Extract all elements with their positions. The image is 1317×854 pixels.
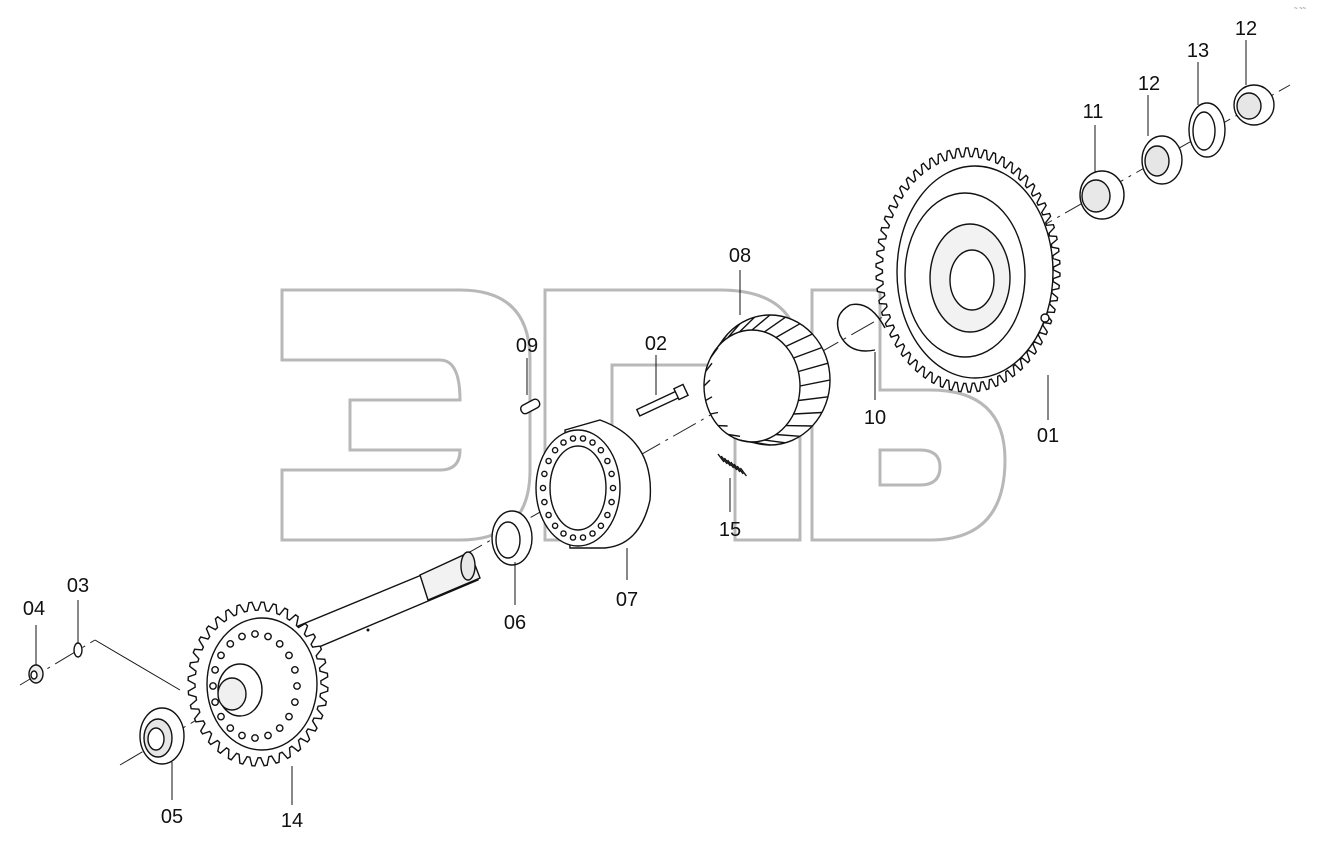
corner-mark: ~ ~~ [1294, 6, 1307, 12]
part-label-spring: 15 [719, 519, 741, 541]
seal-ring-part [491, 510, 533, 566]
nut-part [28, 664, 44, 684]
washer-part [73, 642, 83, 658]
part-label-bearing-upper: 12 [1138, 73, 1160, 95]
part-label-seal-ring: 06 [504, 612, 526, 634]
bolt-part [635, 383, 689, 417]
part-label-bushing: 11 [1083, 101, 1104, 123]
snap-ring-part [836, 303, 886, 352]
part-label-shim-washer: 13 [1187, 40, 1209, 62]
part-label-shaft-gear: 14 [281, 810, 303, 832]
freewheel-cage-part [703, 314, 831, 446]
shaft-gear-part [187, 551, 481, 767]
part-label-clutch-hub: 07 [616, 589, 638, 611]
leader-lines [35, 40, 1247, 805]
spring-part [717, 453, 747, 477]
part-label-washer: 03 [67, 575, 89, 597]
part-label-pin: 09 [516, 335, 538, 357]
bearing-12-upper-part [1141, 135, 1183, 185]
shim-washer-part [1188, 102, 1226, 158]
pin-part [520, 398, 541, 415]
part-label-snap-ring: 10 [864, 407, 886, 429]
part-labels: 01 02 03 04 05 06 07 08 09 10 11 12 12 13 14 15 [23, 18, 1257, 832]
bearing-05-part [139, 707, 185, 765]
part-label-nut: 04 [23, 598, 45, 620]
large-gear-part [875, 147, 1061, 393]
part-label-freewheel-cage: 08 [729, 245, 751, 267]
nut-axis-link [94, 639, 181, 691]
bushing-part [1079, 170, 1125, 220]
clutch-hub-part [535, 419, 652, 549]
part-label-bearing-top: 12 [1235, 18, 1257, 40]
part-label-bearing: 05 [161, 806, 183, 828]
part-label-bolt: 02 [645, 333, 667, 355]
bearing-12-top-part [1233, 84, 1275, 126]
part-label-large-gear: 01 [1037, 425, 1059, 447]
